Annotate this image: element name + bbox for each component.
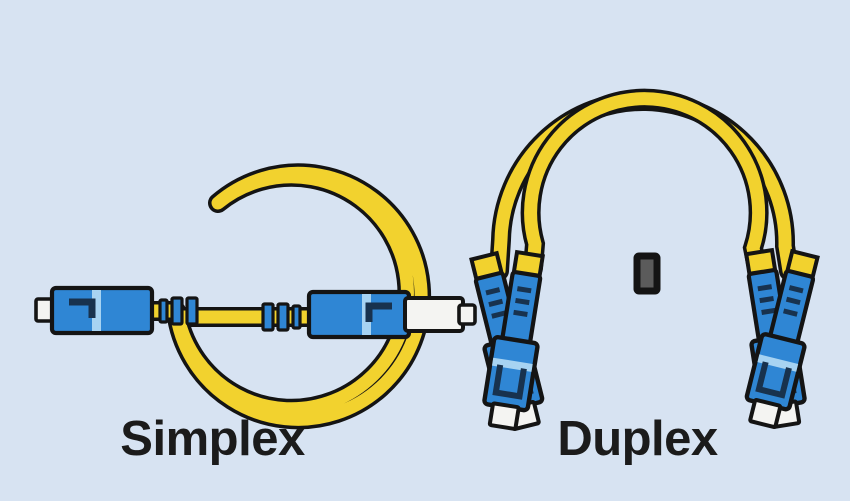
boot-ribs-icon (485, 287, 507, 319)
latch-icon (69, 298, 96, 318)
connector-body (482, 335, 540, 413)
duplex-cable-group (469, 88, 826, 431)
connector-boot (403, 296, 465, 333)
connector-highlight (92, 290, 101, 331)
latch-icon (365, 302, 392, 322)
simplex-right-connector[interactable] (261, 289, 477, 340)
boot-ribs-icon (782, 285, 804, 317)
latch-icon (755, 361, 792, 399)
duplex-right-connector-b[interactable] (741, 248, 826, 429)
duplex-jacket-loops (489, 88, 799, 281)
ferrule-tip-icon (748, 397, 783, 429)
simplex-label: Simplex (120, 412, 305, 466)
duplex-left-connector-b[interactable] (481, 249, 552, 431)
strain-relief-boot (158, 296, 199, 326)
duplex-label: Duplex (557, 412, 718, 466)
simplex-jacket-loop (43, 163, 432, 430)
simplex-cable-group (34, 163, 477, 430)
connector-highlight (491, 357, 533, 372)
connector-body (49, 285, 155, 336)
boot-ribs-icon (757, 284, 776, 315)
strain-relief-boot (261, 302, 302, 332)
latch-icon (492, 364, 527, 400)
clip-body (633, 252, 661, 295)
boot-ribs-icon (513, 286, 532, 317)
ferrule-tip-icon (487, 401, 521, 431)
connector-highlight (757, 354, 799, 372)
duplex-cable-clip[interactable] (633, 252, 661, 295)
boot-end-nub-icon (457, 303, 477, 326)
simplex-left-connector[interactable] (34, 285, 199, 336)
connector-body (306, 289, 412, 340)
